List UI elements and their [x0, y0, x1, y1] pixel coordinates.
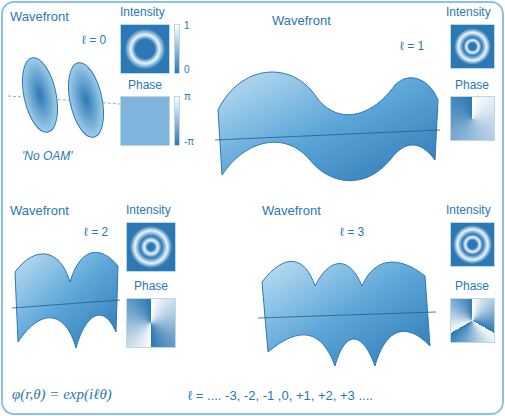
phase-map: [450, 96, 495, 141]
panel-heading: Phase: [128, 79, 162, 93]
phase-map: [450, 298, 495, 343]
colorbar-value: -π: [184, 136, 194, 148]
colorbar-value: π: [184, 91, 191, 103]
intensity-map: [126, 222, 176, 272]
beam-axis: [12, 300, 120, 308]
colorbar: [174, 96, 180, 146]
planar-wavefront: [62, 60, 109, 141]
intensity-map: [120, 24, 170, 74]
helical-wavefront: [218, 72, 438, 181]
panel-heading: Intensity: [446, 204, 491, 218]
colorbar: [174, 24, 180, 74]
phase-map: [120, 96, 170, 146]
panel-heading: Wavefront: [262, 204, 321, 219]
phase-map: [126, 298, 176, 348]
panel-heading: Phase: [455, 79, 489, 93]
panel-heading: Wavefront: [272, 14, 331, 29]
colorbar-value: 1: [184, 20, 190, 32]
helical-wavefront: [262, 261, 430, 366]
mode-label: ℓ = 2: [84, 226, 108, 240]
mode-label: ℓ = 0: [82, 34, 106, 48]
mode-label: ℓ = 1: [400, 40, 424, 54]
panel-heading: Wavefront: [10, 204, 69, 219]
colorbar-value: 0: [184, 64, 190, 76]
formula: φ(r,θ) = exp(iℓθ): [12, 386, 112, 403]
planar-wavefront: [16, 55, 63, 136]
note: 'No OAM': [22, 150, 73, 164]
formula: ℓ = .... -3, -2, -1 ,0, +1, +2, +3 ....: [188, 389, 373, 404]
panel-heading: Intensity: [120, 6, 165, 20]
panel-heading: Wavefront: [10, 10, 69, 25]
beam-axis: [215, 130, 440, 140]
intensity-map: [450, 24, 495, 69]
intensity-map: [450, 222, 495, 267]
helical-wavefront: [15, 252, 118, 348]
panel-heading: Phase: [134, 280, 168, 294]
panel-heading: Intensity: [126, 204, 171, 218]
mode-label: ℓ = 3: [340, 226, 364, 240]
panel-heading: Phase: [455, 280, 489, 294]
beam-axis: [258, 312, 436, 318]
panel-heading: Intensity: [446, 6, 491, 20]
